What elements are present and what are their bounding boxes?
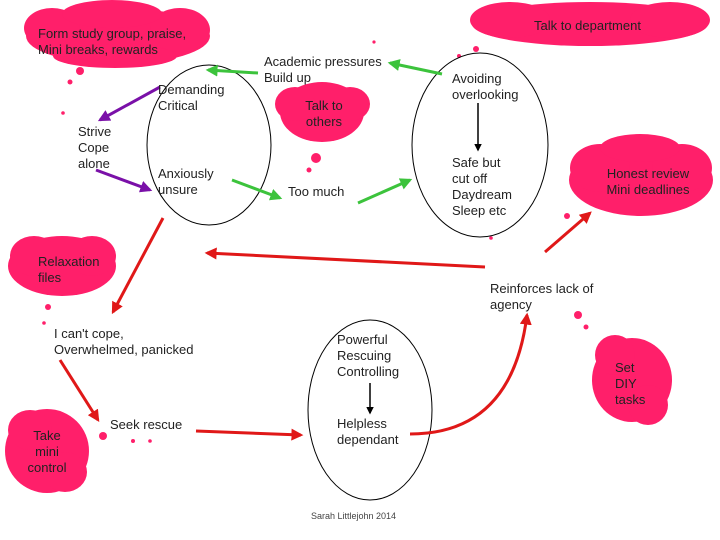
cloud-take-mini-control-text: Take mini control [27,428,67,475]
label-academic-pressures: Academic pressures Build up [264,54,382,85]
label-seek-rescue: Seek rescue [110,417,183,432]
bottom-ellipse [307,319,433,501]
red-arrow-helpless-to-reinforces [409,312,532,436]
cloud-dot [61,111,65,115]
cloud-talk-others-text: Talk to others [305,98,343,129]
cloud-dot [148,439,152,443]
red-arrow-cantcope-to-seekrescue [58,359,100,423]
label-demanding-critical: Demanding Critical [158,82,225,113]
right-ellipse [411,52,549,238]
red-arrow-reinforces-to-honest [544,211,592,254]
cloud-talk-department-text: Talk to department [534,18,641,33]
label-too-much: Too much [288,184,345,199]
label-anxiously-unsure: Anxiously unsure [158,166,214,197]
author-credit: Sarah Littlejohn 2014 [311,511,397,521]
cloud-dot [372,40,376,44]
label-powerful-rescuing: Powerful Rescuing Controlling [337,332,400,379]
purple-arrow-strive-to-anxious [95,168,153,193]
cloud-study-group [24,0,210,85]
green-arrow-academic-to-demanding [205,64,259,77]
cloud-talk-others [275,82,370,173]
cloud-talk-department [457,2,710,58]
label-avoiding-overlooking: Avoiding overlooking [452,71,519,102]
label-safe-but-cut-off: Safe but cut off Daydream Sleep etc [452,155,512,218]
purple-arrow-demanding-to-strive [97,85,161,122]
label-reinforces-lack: Reinforces lack of agency [490,281,594,312]
red-arrow-reinforces-to-relaxation [204,247,486,269]
cloud-study-group-text: Form study group, praise, Mini breaks, r… [38,26,187,57]
cloud-dot [489,236,493,240]
cloud-relaxation-files-text: Relaxation files [38,254,100,285]
red-arrow-seekrescue-to-helpless [195,428,304,441]
label-cant-cope: I can't cope, Overwhelmed, panicked [54,326,194,357]
green-arrow-toomuch-to-safe [357,178,413,205]
green-arrow-avoiding-to-academic [387,59,443,76]
cloud-take-mini-control [5,409,135,493]
label-strive-cope-alone: Strive Cope alone [78,124,112,171]
cloud-honest-review [564,134,713,219]
red-arrow-anxious-to-cantcope [111,217,165,315]
cloud-relaxation-files [8,236,116,325]
cloud-set-diy-tasks [574,311,672,425]
cloud-set-diy-tasks-text: Set DIY tasks [615,360,646,407]
cloud-honest-review-text: Honest review Mini deadlines [606,166,690,197]
label-helpless-dependant: Helpless dependant [337,416,399,447]
green-arrow-anxious-to-toomuch [231,178,283,201]
